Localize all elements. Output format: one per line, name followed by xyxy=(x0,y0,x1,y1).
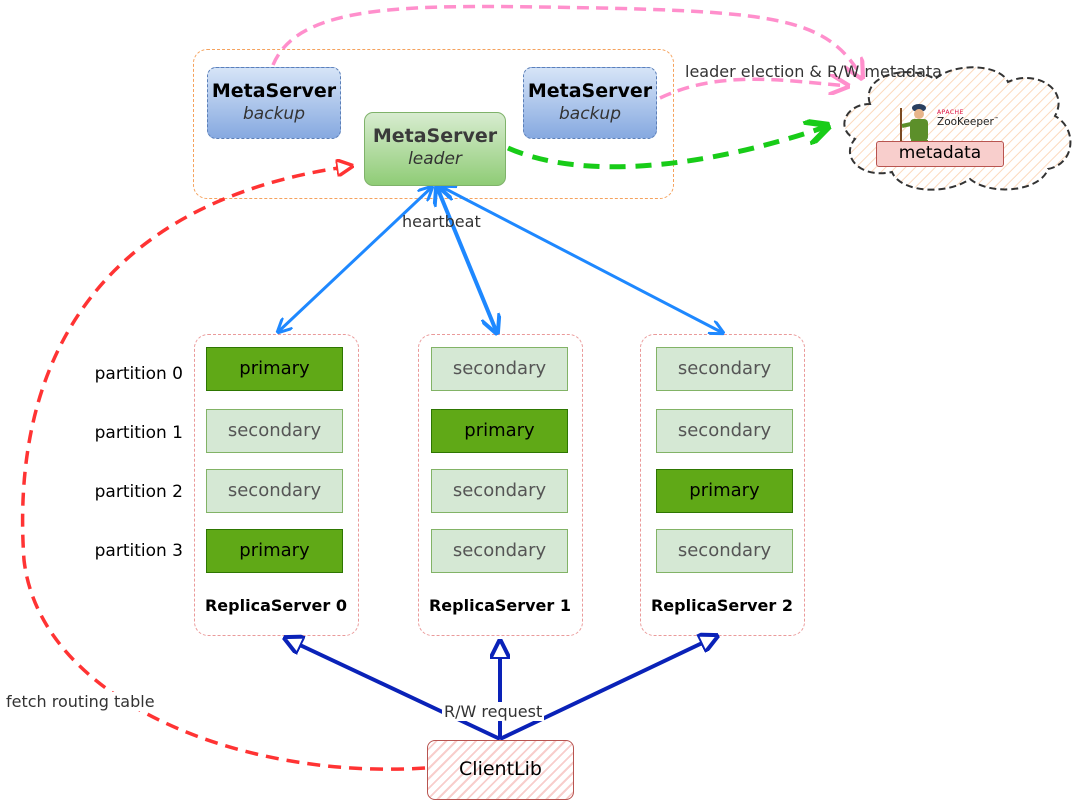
secondary-replica[interactable]: secondary xyxy=(656,409,793,453)
secondary-replica[interactable]: secondary xyxy=(431,469,568,513)
metadata-store[interactable]: metadata xyxy=(876,141,1004,167)
zookeeper-brand-label: ZooKeeper™ xyxy=(937,116,999,128)
clientlib-node[interactable]: ClientLib xyxy=(427,740,574,800)
primary-replica[interactable]: primary xyxy=(431,409,568,453)
heartbeat-label: heartbeat xyxy=(402,212,481,231)
metadata-arrow xyxy=(506,126,828,170)
primary-replica[interactable]: primary xyxy=(656,469,793,513)
replica-server-label: ReplicaServer 0 xyxy=(204,596,347,615)
fetch-routing-arrow xyxy=(20,166,426,771)
partition-label: partition 3 xyxy=(94,541,183,561)
rw-request-arrow-0 xyxy=(285,638,501,741)
primary-replica[interactable]: primary xyxy=(206,529,343,573)
zookeeper-brand-text: ZooKeeper xyxy=(937,116,994,128)
metaserver-backup-left[interactable]: MetaServer backup xyxy=(207,67,341,139)
secondary-replica[interactable]: secondary xyxy=(431,529,568,573)
metaserver-leader[interactable]: MetaServer leader xyxy=(364,112,506,186)
replica-server-label: ReplicaServer 2 xyxy=(650,596,793,615)
metaserver-backup-right[interactable]: MetaServer backup xyxy=(523,67,657,139)
leader-election-label: leader election & R/W metadata xyxy=(685,62,942,81)
trademark-mark: ™ xyxy=(993,116,999,123)
rw-request-arrow-2 xyxy=(499,636,717,741)
metaserver-title: MetaServer xyxy=(211,80,337,102)
metaserver-role: backup xyxy=(559,104,621,124)
partition-label: partition 0 xyxy=(94,364,183,384)
secondary-replica[interactable]: secondary xyxy=(656,347,793,391)
heartbeat-arrow-2 xyxy=(442,187,723,333)
secondary-replica[interactable]: secondary xyxy=(206,469,343,513)
fetch-routing-label: fetch routing table xyxy=(4,692,157,711)
partition-label: partition 2 xyxy=(94,482,183,502)
partition-label: partition 1 xyxy=(94,423,183,443)
secondary-replica[interactable]: secondary xyxy=(431,347,568,391)
heartbeat-arrow-0 xyxy=(278,187,432,332)
zookeeper-cloud xyxy=(843,66,1072,191)
secondary-replica[interactable]: secondary xyxy=(206,409,343,453)
metaserver-title: MetaServer xyxy=(527,80,653,102)
zk-arrow-backup-left xyxy=(271,4,862,78)
rw-request-label: R/W request xyxy=(442,702,545,721)
zookeeper-apache-label: APACHE xyxy=(937,109,964,116)
secondary-replica[interactable]: secondary xyxy=(656,529,793,573)
metaserver-title: MetaServer xyxy=(372,125,498,147)
zk-arrow-backup-right xyxy=(659,79,848,100)
replica-server-label: ReplicaServer 1 xyxy=(428,596,571,615)
heartbeat-arrow-1 xyxy=(437,187,497,333)
metaserver-role: backup xyxy=(243,104,305,124)
metaserver-role: leader xyxy=(408,149,462,169)
primary-replica[interactable]: primary xyxy=(206,347,343,391)
